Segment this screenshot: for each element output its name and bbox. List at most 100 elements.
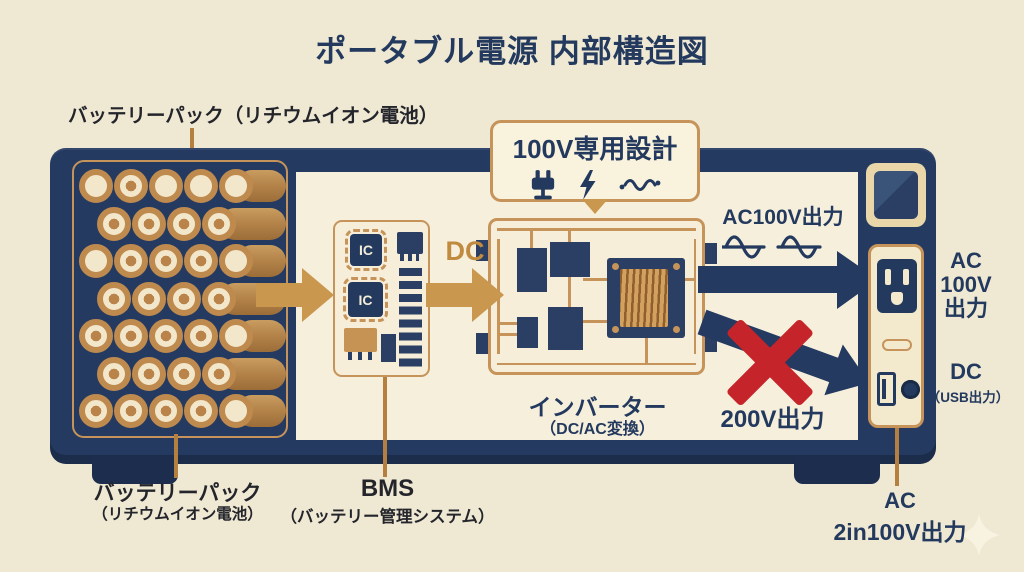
- battery-cell: [97, 356, 131, 391]
- battery-cell: [167, 281, 201, 316]
- leader-line-battery-bottom: [174, 434, 178, 478]
- device-foot-right: [794, 456, 880, 484]
- inverter-component: [550, 242, 590, 277]
- battery-cell: [132, 206, 166, 241]
- circuit-trace: [582, 320, 609, 323]
- transformer: [607, 258, 685, 338]
- battery-cell: [184, 319, 218, 353]
- inverter-label: インバーター: [528, 394, 667, 420]
- ac-bottom-label-1: AC: [884, 488, 916, 513]
- board-rail: [497, 362, 696, 365]
- usb-pin: [882, 379, 886, 399]
- lightning-bolt-icon: [579, 170, 595, 200]
- dc-flow-label: DC: [445, 236, 485, 266]
- battery-cell: [114, 319, 148, 353]
- output-panel: [868, 244, 924, 428]
- circuit-trace: [568, 230, 571, 244]
- battery-cell: [149, 319, 183, 353]
- board-rail: [693, 239, 696, 354]
- 200v-output-label: 200V出力: [720, 406, 825, 433]
- inverter-board: [488, 218, 705, 375]
- circuit-trace: [500, 333, 519, 336]
- power-display: [866, 163, 926, 227]
- circuit-trace: [583, 278, 609, 281]
- bms-board: IC IC: [333, 220, 430, 377]
- pin-header-column: [399, 268, 422, 370]
- ac-outlet: [877, 259, 917, 313]
- battery-cell: [79, 244, 113, 278]
- ac100v-output-label: AC100V出力: [722, 206, 844, 229]
- battery-cell: [97, 206, 131, 241]
- board-rail: [497, 228, 696, 231]
- battery-pack-top-label: バッテリーパック（リチウムイオン電池）: [68, 105, 439, 127]
- dc-right-label: DC: [950, 359, 982, 384]
- battery-cell: [184, 394, 218, 428]
- transformer-coil: [620, 269, 668, 327]
- circuit-trace: [568, 276, 571, 309]
- inverter-component: [517, 317, 538, 348]
- sparkle-icon: [958, 514, 1000, 556]
- ac100v-output-arrow: [698, 251, 878, 309]
- leader-line-bms: [383, 377, 387, 477]
- leader-line-ac-output: [895, 428, 899, 486]
- ac-bottom-label-2: 2in100V出力: [833, 519, 967, 545]
- screw: [612, 326, 619, 333]
- voltage-regulator-component: [344, 328, 377, 360]
- circuit-trace: [530, 230, 533, 250]
- design-box-title: 100V専用設計: [512, 134, 678, 164]
- power-plug-icon: [531, 170, 554, 200]
- inverter-component: [517, 248, 547, 292]
- battery-cell: [149, 244, 183, 278]
- outlet-slot-right: [903, 269, 909, 285]
- bms-sublabel: （バッテリー管理システム）: [280, 508, 495, 526]
- battery-cell: [114, 244, 148, 278]
- battery-cell: [132, 356, 166, 391]
- battery-cell: [219, 394, 253, 428]
- device-foot-left: [92, 456, 178, 484]
- battery-cell: [202, 281, 236, 316]
- dc-jack: [901, 380, 920, 399]
- battery-cell: [114, 169, 148, 203]
- capacitor-component: [381, 334, 396, 362]
- ac-right-label-2: 100V: [940, 272, 992, 298]
- battery-cell: [219, 244, 253, 278]
- battery-bottom-sublabel: （リチウムイオン電池）: [92, 506, 263, 523]
- circuit-trace: [684, 278, 696, 281]
- design-callout-box: 100V専用設計: [490, 120, 700, 214]
- callout-pointer: [582, 199, 608, 214]
- inverter-left-tab-top: [476, 240, 490, 261]
- usb-port: [877, 372, 896, 406]
- outlet-ground-hole: [891, 292, 903, 305]
- bms-label: BMS: [360, 475, 415, 502]
- ac-right-label-1: AC: [950, 248, 982, 273]
- battery-cell: [114, 394, 148, 428]
- screw: [673, 326, 680, 333]
- dc-right-sublabel: （USB出力）: [926, 390, 1010, 405]
- battery-cell: [132, 281, 166, 316]
- battery-cell: [202, 206, 236, 241]
- page-title: ポータブル電源 内部構造図: [315, 34, 709, 69]
- screw: [673, 263, 680, 270]
- card-slot: [882, 339, 912, 351]
- display-screen: [874, 171, 918, 219]
- ic-chip-1: IC: [345, 229, 387, 271]
- battery-cell: [167, 206, 201, 241]
- ic-chip-2: IC: [343, 277, 388, 322]
- battery-cell: [184, 169, 218, 203]
- battery-cell: [219, 319, 253, 353]
- battery-bottom-label: バッテリーパック: [93, 482, 262, 505]
- battery-cell: [149, 169, 183, 203]
- battery-cell: [202, 356, 236, 391]
- ac-right-label-3: 出力: [943, 296, 988, 322]
- sine-wave-icon: [619, 179, 660, 191]
- battery-cell: [97, 281, 131, 316]
- battery-cell: [219, 169, 253, 203]
- battery-cell: [167, 356, 201, 391]
- double-sine-wave-icon: [722, 235, 822, 259]
- inverter-left-tab-bottom: [476, 333, 490, 354]
- battery-cell: [184, 244, 218, 278]
- battery-cell: [149, 394, 183, 428]
- battery-cell: [79, 394, 113, 428]
- battery-to-bms-arrow: [256, 268, 334, 322]
- battery-cell: [79, 319, 113, 353]
